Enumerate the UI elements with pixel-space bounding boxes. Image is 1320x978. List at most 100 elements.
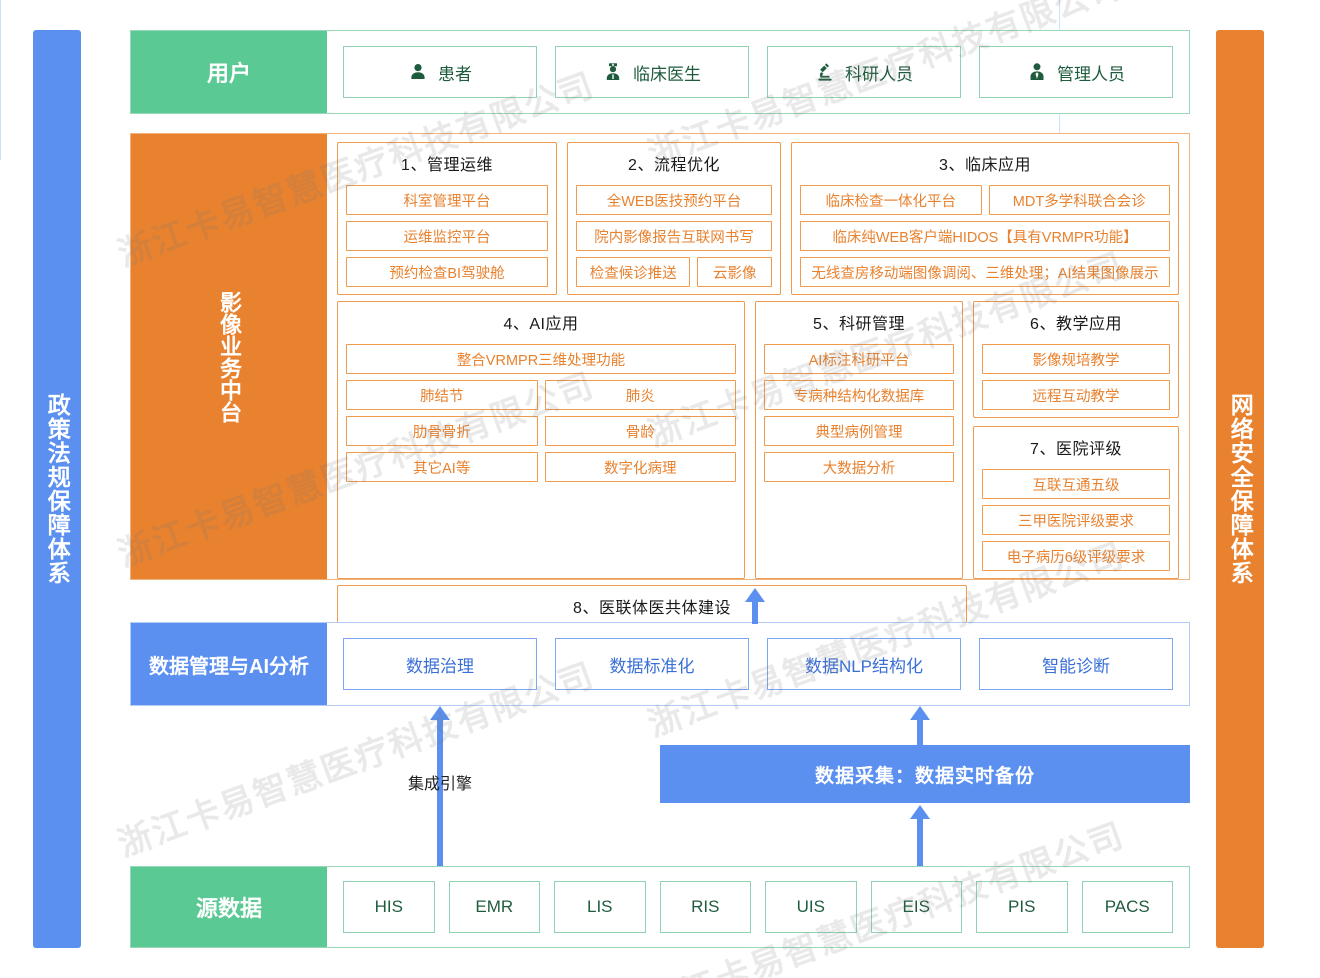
chip-item[interactable]: MDT多学科联合会诊 — [988, 185, 1170, 215]
chip-item[interactable]: 肺炎 — [544, 380, 736, 410]
data-card-intelligent-diagnosis[interactable]: 智能诊断 — [979, 638, 1173, 690]
chip-item[interactable]: 骨龄 — [544, 416, 736, 446]
user-card-list: 患者 临床医生 — [327, 31, 1189, 113]
source-card-pacs[interactable]: PACS — [1081, 881, 1173, 933]
chip-item[interactable]: 整合VRMPR三维处理功能 — [346, 344, 736, 374]
arrow-shaft-core — [752, 600, 758, 624]
chip-row: 无线查房移动端图像调阅、三维处理；AI结果图像展示 — [800, 257, 1170, 287]
arrow-shaft-collect-top — [917, 719, 923, 747]
chip-row: 检查候诊推送 云影像 — [576, 257, 772, 287]
chip-item[interactable]: 无线查房移动端图像调阅、三维处理；AI结果图像展示 — [800, 257, 1170, 287]
chip-item[interactable]: 临床检查一体化平台 — [800, 185, 982, 215]
chip-item[interactable]: 三甲医院评级要求 — [982, 505, 1170, 535]
group-title: 1、管理运维 — [401, 157, 493, 174]
group-stack-right: 6、教学应用 影像规培教学 远程互动教学 7、医院评级 互联互通五级 — [973, 301, 1179, 579]
core-row-top: 1、管理运维 科室管理平台 运维监控平台 预约检查BI驾驶舱 2、流程优化 全W… — [337, 142, 1179, 295]
network-security-pillar: 网络安全保障体系 — [1216, 30, 1264, 948]
chip-item[interactable]: 影像规培教学 — [982, 344, 1170, 374]
chip-row: 全WEB医技预约平台 — [576, 185, 772, 215]
group-ai: 4、AI应用 整合VRMPR三维处理功能 肺结节 肺炎 肋骨骨折 骨龄 其它AI… — [337, 301, 745, 579]
chip-row: 肺结节 肺炎 — [346, 380, 736, 410]
chip-row: 典型病例管理 — [764, 416, 954, 446]
group-research: 5、科研管理 AI标注科研平台 专病种结构化数据库 典型病例管理 大数据分析 — [755, 301, 963, 579]
chip-row: 影像规培教学 — [982, 344, 1170, 374]
arrow-shaft-collect-bottom — [917, 818, 923, 866]
chip-item[interactable]: 科室管理平台 — [346, 185, 548, 215]
source-card-his[interactable]: HIS — [343, 881, 435, 933]
chip-item[interactable]: 数字化病理 — [544, 452, 736, 482]
arrow-head-core — [745, 588, 765, 602]
microscope-icon — [815, 62, 835, 82]
network-security-pillar-label: 网络安全保障体系 — [1227, 393, 1254, 585]
source-card-eis[interactable]: EIS — [870, 881, 962, 933]
group-title: 2、流程优化 — [628, 157, 720, 174]
chip-row: 临床检查一体化平台 MDT多学科联合会诊 — [800, 185, 1170, 215]
user-row: 用户 患者 — [130, 30, 1190, 114]
chip-item[interactable]: 其它AI等 — [346, 452, 538, 482]
group-hospital-rating: 7、医院评级 互联互通五级 三甲医院评级要求 电子病历6级评级要求 — [973, 426, 1179, 579]
data-card-standardization[interactable]: 数据标准化 — [555, 638, 749, 690]
chip-row: 科室管理平台 — [346, 185, 548, 215]
user-row-label: 用户 — [131, 31, 327, 113]
doctor-icon — [603, 62, 623, 82]
data-collection-bar: 数据采集：数据实时备份 — [660, 745, 1190, 803]
data-management-row: 数据管理与AI分析 数据治理 数据标准化 数据NLP结构化 智能诊断 — [130, 622, 1190, 706]
chip-item[interactable]: 专病种结构化数据库 — [764, 380, 954, 410]
chip-item[interactable]: 预约检查BI驾驶舱 — [346, 257, 548, 287]
chip-item[interactable]: 检查候诊推送 — [576, 257, 691, 287]
core-row-middle: 4、AI应用 整合VRMPR三维处理功能 肺结节 肺炎 肋骨骨折 骨龄 其它AI… — [337, 301, 1179, 579]
group-process: 2、流程优化 全WEB医技预约平台 院内影像报告互联网书写 检查候诊推送 云影像 — [567, 142, 781, 295]
chip-item[interactable]: AI标注科研平台 — [764, 344, 954, 374]
arrow-head-integration — [430, 706, 450, 720]
chip-item[interactable]: 肺结节 — [346, 380, 538, 410]
group-management: 1、管理运维 科室管理平台 运维监控平台 预约检查BI驾驶舱 — [337, 142, 557, 295]
source-card-lis[interactable]: LIS — [554, 881, 646, 933]
user-card-label: 患者 — [438, 64, 472, 84]
group-title: 3、临床应用 — [939, 157, 1031, 174]
chip-item[interactable]: 肋骨骨折 — [346, 416, 538, 446]
group-title: 7、医院评级 — [1030, 441, 1122, 458]
user-card-label: 科研人员 — [845, 64, 913, 84]
chip-item[interactable]: 典型病例管理 — [764, 416, 954, 446]
integration-engine-label: 集成引擎 — [407, 776, 472, 793]
data-card-governance[interactable]: 数据治理 — [343, 638, 537, 690]
source-card-list: HIS EMR LIS RIS UIS EIS PIS PACS — [327, 867, 1189, 947]
source-card-ris[interactable]: RIS — [659, 881, 751, 933]
chip-item[interactable]: 全WEB医技预约平台 — [576, 185, 772, 215]
chip-item[interactable]: 远程互动教学 — [982, 380, 1170, 410]
chip-item[interactable]: 电子病历6级评级要求 — [982, 541, 1170, 571]
chip-row: 其它AI等 数字化病理 — [346, 452, 736, 482]
imaging-business-core-label: 影像业务中台 — [131, 134, 327, 579]
source-card-uis[interactable]: UIS — [765, 881, 857, 933]
data-card-nlp[interactable]: 数据NLP结构化 — [767, 638, 961, 690]
chip-item[interactable]: 云影像 — [697, 257, 772, 287]
arrow-head-collect-top — [910, 706, 930, 720]
chip-row: 整合VRMPR三维处理功能 — [346, 344, 736, 374]
user-card-administrator[interactable]: 管理人员 — [979, 46, 1173, 98]
source-data-label: 源数据 — [131, 867, 327, 947]
user-card-researcher[interactable]: 科研人员 — [767, 46, 961, 98]
source-card-pis[interactable]: PIS — [976, 881, 1068, 933]
user-card-label: 临床医生 — [633, 64, 701, 84]
source-data-row: 源数据 HIS EMR LIS RIS UIS EIS PIS PACS — [130, 866, 1190, 948]
chip-row: 远程互动教学 — [982, 380, 1170, 410]
chip-item[interactable]: 院内影像报告互联网书写 — [576, 221, 772, 251]
arrow-shaft-integration — [437, 719, 443, 866]
chip-row: 互联互通五级 — [982, 469, 1170, 499]
chip-item[interactable]: 运维监控平台 — [346, 221, 548, 251]
source-card-emr[interactable]: EMR — [448, 881, 540, 933]
chip-item[interactable]: 大数据分析 — [764, 452, 954, 482]
core-groups-container: 1、管理运维 科室管理平台 运维监控平台 预约检查BI驾驶舱 2、流程优化 全W… — [327, 134, 1189, 666]
chip-row: 院内影像报告互联网书写 — [576, 221, 772, 251]
chip-item[interactable]: 临床纯WEB客户端HIDOS【具有VRMPR功能】 — [800, 221, 1170, 251]
group-title: 8、医联体医共体建设 — [573, 600, 731, 617]
chip-row: 电子病历6级评级要求 — [982, 541, 1170, 571]
user-card-patient[interactable]: 患者 — [343, 46, 537, 98]
group-title: 5、科研管理 — [813, 316, 905, 333]
chip-row: 肋骨骨折 骨龄 — [346, 416, 736, 446]
chip-item[interactable]: 互联互通五级 — [982, 469, 1170, 499]
policy-regulation-pillar: 政策法规保障体系 — [33, 30, 81, 948]
group-title: 4、AI应用 — [503, 316, 579, 333]
user-card-clinician[interactable]: 临床医生 — [555, 46, 749, 98]
